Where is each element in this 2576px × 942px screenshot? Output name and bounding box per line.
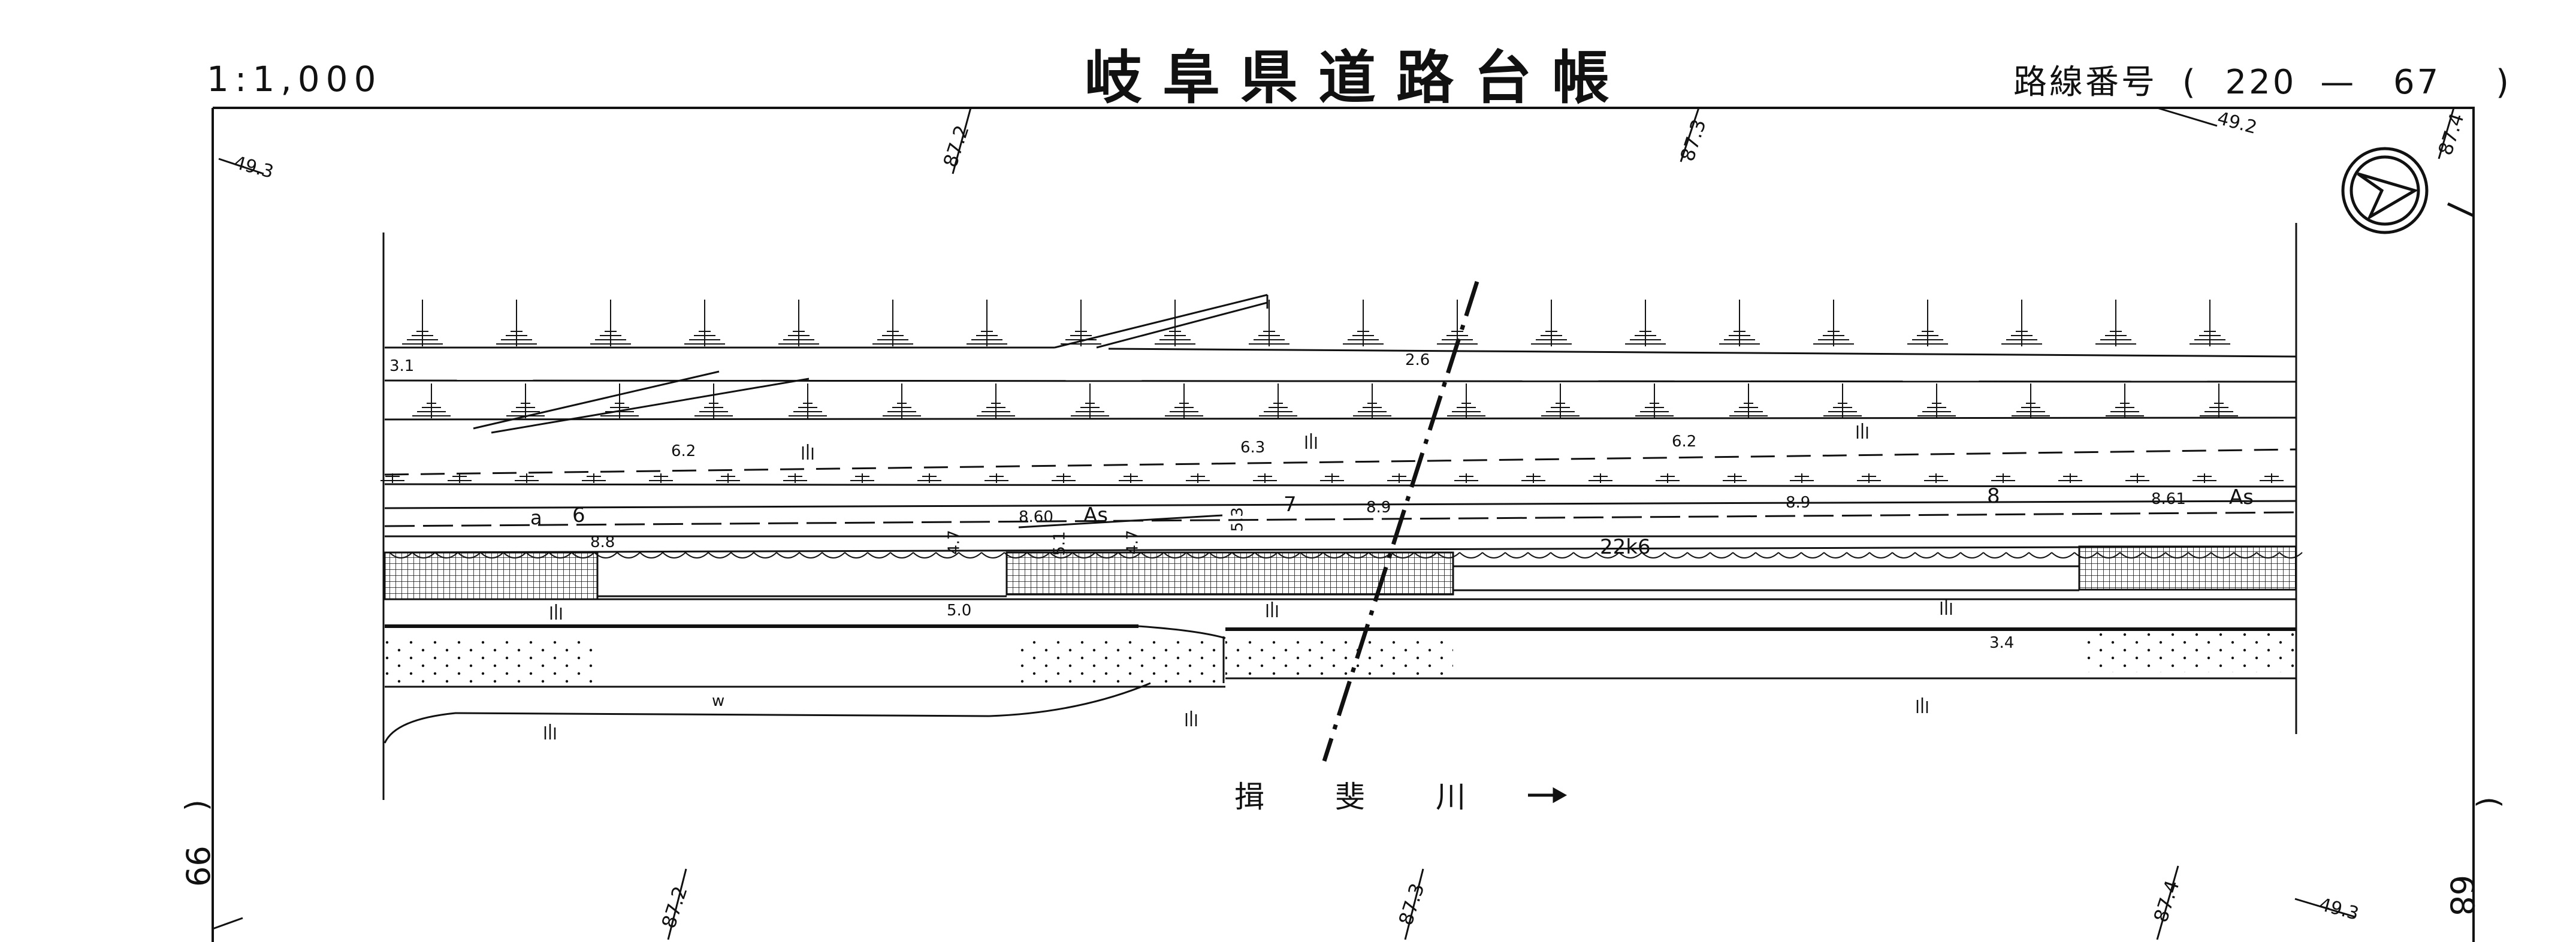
letter-label: w	[712, 692, 725, 710]
grid-paved-areas	[383, 545, 2297, 600]
station-mark: 6	[572, 503, 585, 527]
map-scale: 1:1,000	[207, 59, 382, 99]
station-label: 22k6	[1600, 535, 1651, 559]
grid-ticks	[212, 107, 2455, 940]
embankment-hatching	[380, 300, 2303, 558]
width-label: 5.1	[1050, 531, 1069, 556]
spot-height: 6.2	[671, 442, 696, 460]
map-frame	[212, 107, 2475, 942]
sheet-ref-right: 68	[2443, 875, 2481, 916]
north-arrow-icon	[2341, 147, 2475, 234]
spot-height: 5.0	[947, 602, 972, 620]
river-flow-arrow-icon	[1528, 787, 1568, 804]
sheet-ref-right-number: 68	[2443, 875, 2481, 916]
station-mark: 7	[1284, 493, 1297, 517]
letter-label: a	[530, 506, 542, 529]
sheet-ref-left: 66	[180, 846, 218, 887]
width-label: 4.7	[945, 530, 964, 555]
dotted-areas	[385, 630, 2296, 684]
pavement-label: As	[2229, 485, 2254, 509]
river-name: 揖斐川	[1234, 780, 1536, 814]
sheet-ref-left-number: 66	[180, 846, 218, 887]
river-boundary-line	[1322, 280, 1479, 762]
route-close-paren: )	[2496, 63, 2511, 102]
route-dash: —	[2320, 63, 2357, 102]
route-number-block: 路線番号 ( 220 — 67 )	[2013, 55, 2511, 104]
lower-road-lines	[383, 565, 2296, 744]
spot-height: 8.9	[1366, 499, 1391, 517]
width-label: 4.7	[1124, 530, 1142, 555]
sheet-ref-left-paren: )	[179, 799, 214, 811]
sheet-ref-right-paren: (	[2472, 796, 2507, 808]
route-sheet: 67	[2393, 63, 2441, 102]
spot-height: 8.61	[2151, 490, 2186, 508]
spot-height: 8.9	[1786, 494, 1811, 512]
spot-height: 8.8	[590, 533, 615, 551]
road-lines	[384, 294, 2297, 554]
vegetation-symbols	[544, 423, 1952, 739]
route-label: 路線番号	[2013, 63, 2157, 102]
spot-height: 6.2	[1672, 433, 1697, 451]
width-label: 5.3	[1228, 507, 1247, 532]
spot-height: 6.3	[1240, 439, 1266, 457]
spot-height: 3.4	[1989, 634, 2015, 652]
spot-height: 3.1	[389, 357, 415, 375]
spot-height: 2.6	[1405, 351, 1430, 369]
route-open-paren: (	[2182, 63, 2198, 102]
station-mark: 8	[1987, 484, 2000, 508]
route-number: 220	[2225, 63, 2297, 102]
spot-height: 8.60	[1019, 508, 1053, 526]
pavement-label: As	[1083, 503, 1108, 527]
map-title: 岐阜県道路台帳	[1085, 44, 1630, 111]
